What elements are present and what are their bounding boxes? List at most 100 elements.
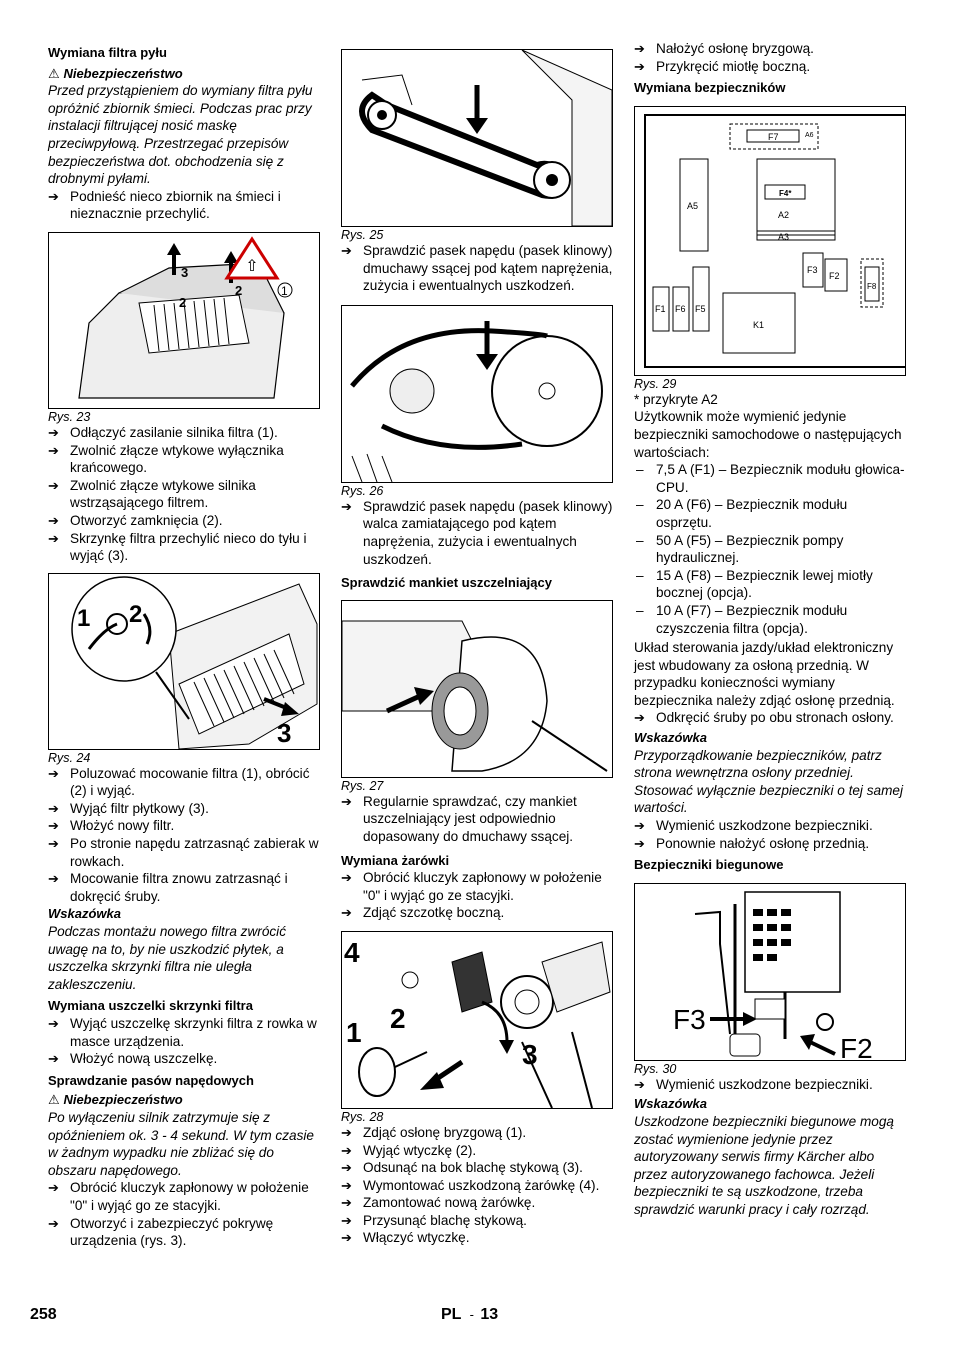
- step: Ponownie nałożyć osłonę przednią.: [634, 835, 906, 853]
- step: Przysunąć blachę stykową.: [341, 1212, 613, 1230]
- heading-pole-fuses: Bezpieczniki biegunowe: [634, 857, 784, 873]
- fig28-label: 4: [344, 937, 360, 968]
- fig28-label: 1: [346, 1017, 362, 1048]
- step: Sprawdzić pasek napędu (pasek klinowy) d…: [341, 242, 613, 295]
- heading-seal: Sprawdzić mankiet uszczelniający: [341, 575, 552, 591]
- fuse-label-f4: F4*: [779, 189, 792, 198]
- note-text: Podczas montażu nowego filtra zwrócić uw…: [48, 924, 286, 992]
- step: Włożyć nową uszczelkę.: [48, 1050, 320, 1068]
- step: Podnieść nieco zbiornik na śmieci i niez…: [48, 188, 320, 223]
- danger-text: Przed przystąpieniem do wymiany filtra p…: [48, 83, 313, 187]
- section-page-number: 13: [480, 1306, 499, 1323]
- heading-bulb: Wymiana żarówki: [341, 852, 450, 868]
- caption-30: Rys. 30: [634, 1061, 677, 1076]
- column-right: Nałożyć osłonę bryzgową. Przykręcić miot…: [634, 40, 906, 1219]
- covered-note: * przykryte A2: [634, 391, 718, 407]
- heading-gasket: Wymiana uszczelki skrzynki filtra: [48, 998, 253, 1014]
- paragraph: Użytkownik może wymienić jedynie bezpiec…: [634, 409, 902, 460]
- step: Nałożyć osłonę bryzgową.: [634, 40, 906, 58]
- figure-26: [341, 304, 613, 483]
- fuse-item: 7,5 A (F1) – Bezpiecznik modułu głowica-…: [634, 461, 906, 496]
- fuse-label-f2: F2: [829, 271, 840, 281]
- fig30-label: F2: [840, 1033, 873, 1060]
- svg-text:⇧: ⇧: [245, 256, 258, 275]
- caption-29: Rys. 29: [634, 376, 677, 391]
- paragraph: Układ sterowania jazdy/układ elektronicz…: [634, 640, 895, 708]
- step: Obrócić kluczyk zapłonowy w położenie "0…: [341, 869, 613, 904]
- step: Wyjąć uszczelkę skrzynki filtra z rowka …: [48, 1015, 320, 1050]
- step: Włączyć wtyczkę.: [341, 1229, 613, 1247]
- relay-label-k1: K1: [753, 320, 764, 330]
- danger-label: Niebezpieczeństwo: [63, 1092, 183, 1108]
- fig24-label: 2: [129, 601, 142, 628]
- step: Przykręcić miotłę boczną.: [634, 58, 906, 76]
- fig23-label: 3: [181, 265, 188, 280]
- step: Wyjąć wtyczkę (2).: [341, 1142, 613, 1160]
- step: Wymienić uszkodzone bezpieczniki.: [634, 1076, 906, 1094]
- fig28-label: 2: [390, 1003, 406, 1034]
- step: Zwolnić złącze wtykowe wyłącznika krańco…: [48, 442, 320, 477]
- danger-text: Po wyłączeniu silnik zatrzymuje się z op…: [48, 1109, 314, 1178]
- fuse-item: 10 A (F7) – Bezpiecznik modułu czyszczen…: [634, 602, 906, 637]
- fig23-label: 2: [179, 295, 186, 310]
- heading-fuses: Wymiana bezpieczników: [634, 80, 786, 96]
- step: Włożyć nowy filtr.: [48, 817, 320, 835]
- fig24-label: 3: [277, 718, 291, 748]
- caption-27: Rys. 27: [341, 778, 384, 793]
- figure-25: [341, 49, 613, 227]
- figure-23: ⇧ 3 2 2 1: [48, 231, 320, 409]
- page-number: 258: [30, 1306, 57, 1323]
- module-label-a3: A3: [778, 232, 789, 242]
- module-label-a2: A2: [778, 210, 789, 220]
- module-label-a5: A5: [687, 201, 698, 211]
- column-middle: Rys. 25 Sprawdzić pasek napędu (pasek kl…: [341, 49, 613, 1247]
- note-label: Wskazówka: [634, 730, 707, 746]
- fuse-item: 50 A (F5) – Bezpiecznik pompy hydraulicz…: [634, 532, 906, 567]
- fig23-label: 2: [235, 283, 242, 298]
- note-label: Wskazówka: [48, 906, 121, 922]
- step: Obrócić kluczyk zapłonowy w położenie "0…: [48, 1179, 320, 1214]
- figure-24: 1 2 3: [48, 572, 320, 750]
- step: Zdjąć osłonę bryzgową (1).: [341, 1124, 613, 1142]
- warning-triangle-icon: ⚠: [48, 1092, 60, 1108]
- heading-belts: Sprawdzanie pasów napędowych: [48, 1072, 254, 1088]
- language-code: PL: [441, 1306, 462, 1323]
- caption-24: Rys. 24: [48, 750, 91, 765]
- caption-23: Rys. 23: [48, 409, 91, 424]
- step: Po stronie napędu zatrzasnąć zabierak w …: [48, 835, 320, 870]
- heading-dust-filter: Wymiana filtra pyłu: [48, 45, 167, 60]
- step: Wyjąć filtr płytkowy (3).: [48, 800, 320, 818]
- warning-triangle-icon: ⚠: [48, 65, 60, 81]
- danger-block: ⚠ Niebezpieczeństwo: [48, 1091, 320, 1109]
- fig23-label: 1: [281, 284, 288, 298]
- step: Poluzować mocowanie filtra (1), obrócić …: [48, 765, 320, 800]
- step: Sprawdzić pasek napędu (pasek klinowy) w…: [341, 498, 613, 568]
- note-label: Wskazówka: [634, 1096, 707, 1112]
- figure-28: 4 1 2 3: [341, 930, 613, 1109]
- step: Zdjąć szczotkę boczną.: [341, 904, 613, 922]
- fuse-item: 20 A (F6) – Bezpiecznik modułu osprzętu.: [634, 496, 906, 531]
- step: Wymontować uszkodzoną żarówkę (4).: [341, 1177, 613, 1195]
- figure-27: [341, 599, 613, 778]
- step: Odkręcić śruby po obu stronach osłony.: [634, 709, 906, 727]
- step: Otworzyć zamknięcia (2).: [48, 512, 320, 530]
- step: Mocowanie filtra znowu zatrzasnąć i dokr…: [48, 870, 320, 905]
- step: Skrzynkę filtra przechylić nieco do tyłu…: [48, 530, 320, 565]
- fuse-label-f1: F1: [655, 304, 666, 314]
- fig30-label: F3: [673, 1004, 706, 1035]
- step: Zamontować nową żarówkę.: [341, 1194, 613, 1212]
- step: Wymienić uszkodzone bezpieczniki.: [634, 817, 906, 835]
- danger-block: ⚠ Niebezpieczeństwo: [48, 65, 320, 83]
- step: Otworzyć i zabezpieczyć pokrywę urządzen…: [48, 1215, 320, 1250]
- column-left: Wymiana filtra pyłu ⚠ Niebezpieczeństwo …: [48, 44, 320, 1250]
- figure-29: F7 A6 A5 F4* A2 A3 F3 F2 F8 F1 F6 F5 K1: [634, 105, 906, 376]
- fuse-label-f6: F6: [675, 304, 686, 314]
- footer-separator: -: [469, 1307, 474, 1322]
- fuse-label-a6: A6: [805, 132, 814, 139]
- step: Regularnie sprawdzać, czy mankiet uszcze…: [341, 793, 613, 846]
- caption-28: Rys. 28: [341, 1109, 384, 1124]
- note-text: Przyporządkowanie bezpieczników, patrz s…: [634, 747, 903, 816]
- note-text: Uszkodzone bezpieczniki biegunowe mogą z…: [634, 1114, 894, 1217]
- fuse-label-f8: F8: [867, 282, 877, 291]
- fuse-label-f5: F5: [695, 304, 706, 314]
